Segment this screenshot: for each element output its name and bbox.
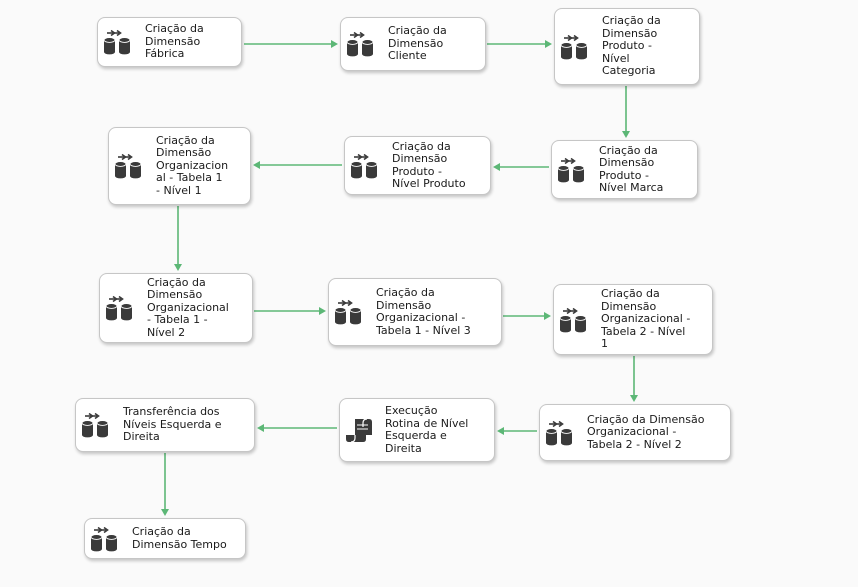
precedence-arrow[interactable] [493,163,549,171]
data-flow-icon [114,153,144,179]
precedence-arrow[interactable] [497,427,537,435]
task-t8[interactable]: Criação da Dimensão Organizacional - Tab… [328,278,502,346]
data-flow-icon [557,157,587,183]
task-t11[interactable]: Execução Rotina de Nível Esquerda e Dire… [339,398,495,462]
data-flow-icon [103,29,133,55]
task-t2[interactable]: Criação da Dimensão Cliente [340,17,486,71]
task-t13[interactable]: Criação da Dimensão Tempo [84,518,246,559]
data-flow-icon [559,307,589,333]
task-label: Transferência dos Níveis Esquerda e Dire… [123,406,222,444]
task-label: Criação da Dimensão Produto - Nível Prod… [392,140,466,190]
data-flow-icon [350,153,380,179]
precedence-arrow[interactable] [257,424,337,432]
task-label: Criação da Dimensão Produto - Nível Marc… [599,144,664,194]
task-t1[interactable]: Criação da Dimensão Fábrica [97,17,242,67]
task-t3[interactable]: Criação da Dimensão Produto - Nível Cate… [554,8,700,85]
data-flow-icon [90,526,120,552]
precedence-arrow[interactable] [161,453,169,516]
task-label: Criação da Dimensão Tempo [132,526,227,551]
data-flow-icon [560,34,590,60]
task-t4[interactable]: Criação da Dimensão Organizacion al - Ta… [108,127,251,205]
data-flow-icon [545,420,575,446]
task-t10[interactable]: Transferência dos Níveis Esquerda e Dire… [75,398,255,452]
precedence-arrow[interactable] [487,40,552,48]
task-label: Criação da Dimensão Organizacion al - Ta… [156,134,229,197]
data-flow-icon [346,31,376,57]
task-t6[interactable]: Criação da Dimensão Produto - Nível Marc… [551,140,698,199]
precedence-arrow[interactable] [503,312,551,320]
precedence-arrow[interactable] [630,356,638,402]
precedence-arrow[interactable] [244,40,338,48]
task-label: Criação da Dimensão Fábrica [145,23,204,61]
precedence-arrow[interactable] [253,161,342,169]
data-flow-icon [334,299,364,325]
precedence-arrow[interactable] [622,86,630,138]
task-t12[interactable]: Criação da Dimensão Organizacional - Tab… [539,404,731,461]
task-label: Criação da Dimensão Produto - Nível Cate… [602,15,661,78]
execute-sql-icon [345,417,373,443]
task-t7[interactable]: Criação da Dimensão Organizacional - Tab… [99,273,253,343]
task-label: Criação da Dimensão Organizacional - Tab… [147,276,229,339]
task-t5[interactable]: Criação da Dimensão Produto - Nível Prod… [344,136,491,195]
precedence-arrow[interactable] [254,307,326,315]
task-label: Criação da Dimensão Organizacional - Tab… [601,288,691,351]
data-flow-icon [81,412,111,438]
task-label: Criação da Dimensão Organizacional - Tab… [587,413,705,451]
precedence-arrow[interactable] [174,206,182,271]
task-label: Criação da Dimensão Organizacional - Tab… [376,287,471,337]
task-label: Criação da Dimensão Cliente [388,25,447,63]
data-flow-icon [105,295,135,321]
task-t9[interactable]: Criação da Dimensão Organizacional - Tab… [553,284,713,355]
task-label: Execução Rotina de Nível Esquerda e Dire… [385,405,469,455]
